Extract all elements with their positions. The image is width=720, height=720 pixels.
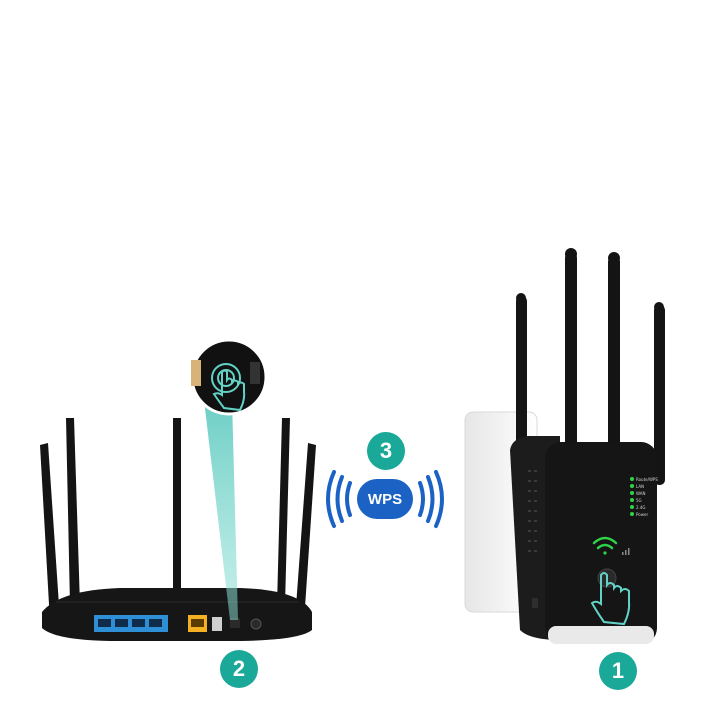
finger-icon (590, 572, 631, 626)
router-antenna (66, 418, 80, 605)
led-label: LAN (636, 484, 644, 489)
finger-icon (212, 369, 246, 412)
repeater-leds: Route/WPS LAN WAN 5G 2.4G Power (630, 477, 658, 517)
router-wps-button (230, 618, 240, 628)
wps-signal-waves (326, 470, 444, 528)
signal-wave-left (345, 481, 352, 517)
router-lan-ports (94, 615, 168, 632)
signal-wave-right (426, 475, 435, 523)
repeater-front (545, 442, 657, 644)
router-antenna (277, 418, 290, 605)
repeater-base (548, 626, 654, 644)
repeater: Route/WPS LAN WAN 5G 2.4G Power (464, 248, 665, 644)
led-label: WAN (636, 491, 645, 496)
led-label: 5G (636, 498, 642, 503)
router-usb-port (212, 617, 222, 631)
signal-bars-icon (622, 548, 630, 555)
signal-wave-left (326, 470, 336, 528)
router-antenna (295, 443, 316, 622)
step-3-badge: 3 (367, 432, 405, 470)
wps-label: WPS (357, 479, 413, 519)
step-1-badge: 1 (599, 652, 637, 690)
zoom-beam (204, 400, 238, 620)
router-antennas (40, 418, 316, 622)
signal-wave-left (335, 475, 344, 523)
wifi-icon (592, 536, 618, 555)
router-antenna (40, 443, 60, 622)
router (40, 338, 316, 641)
zoom-callout (190, 338, 268, 416)
step-2-badge: 2 (220, 650, 258, 688)
lan-port (115, 619, 128, 627)
repeater-antenna (608, 256, 620, 452)
lan-port (132, 619, 145, 627)
signal-wave-right (434, 470, 444, 528)
lan-port (149, 619, 162, 627)
router-antenna (173, 418, 181, 604)
router-power-jack (250, 618, 262, 630)
led-label: Power (636, 512, 648, 517)
signal-wave-right (418, 481, 425, 517)
led-label: 2.4G (636, 505, 645, 510)
repeater-antenna (654, 305, 665, 485)
repeater-antenna (565, 252, 577, 452)
lan-port (98, 619, 111, 627)
led-label: Route/WPS (636, 477, 658, 482)
router-body (42, 588, 312, 641)
